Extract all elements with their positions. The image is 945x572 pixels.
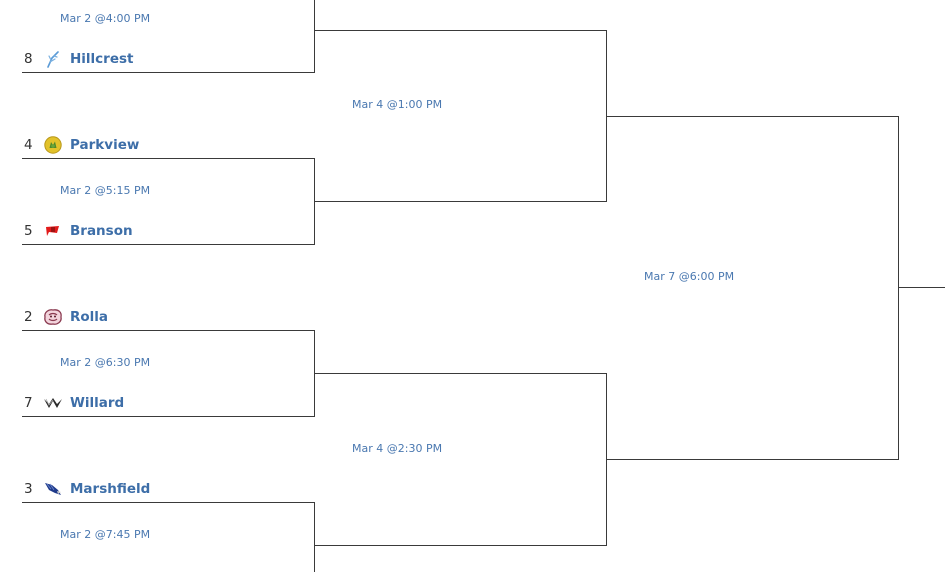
team-parkview[interactable]: 4 Parkview [22,134,139,156]
r2-g2-connector [606,459,899,460]
team-name: Willard [70,395,125,411]
team-name: Branson [70,223,133,239]
r1-g2-time[interactable]: Mar 2 @5:15 PM [60,184,151,197]
seed: 5 [24,223,33,239]
seed: 2 [24,309,33,325]
team-branson[interactable]: 5 Branson [22,220,133,242]
team-rolla[interactable]: 2 Rolla [22,306,108,328]
r1-g4-time[interactable]: Mar 2 @7:45 PM [60,528,151,541]
r1-g3-time[interactable]: Mar 2 @6:30 PM [60,356,151,369]
r1-g1-right-line [314,0,315,73]
team-willard[interactable]: 7 Willard [22,392,124,414]
team-marshfield[interactable]: 3 Marshfield [22,478,150,500]
marshfield-logo-icon [42,479,64,499]
final-time[interactable]: Mar 7 @6:00 PM [644,270,735,283]
team-name: Hillcrest [70,51,134,67]
r1-g4-right-line [314,502,315,572]
r1-g4-top-line [22,502,315,503]
r1-g3-top-line [22,330,315,331]
branson-logo-icon [42,221,64,241]
r1-g3-connector [314,373,607,374]
seed: 4 [24,137,33,153]
hillcrest-logo-icon [42,49,64,69]
team-name: Parkview [70,137,140,153]
r2-g2-time[interactable]: Mar 4 @2:30 PM [352,442,443,455]
r1-g3-bottom-line [22,416,315,417]
r2-g1-time[interactable]: Mar 4 @1:00 PM [352,98,443,111]
r1-g1-time[interactable]: Mar 2 @4:00 PM [60,12,151,25]
final-right-line [898,116,899,460]
seed: 7 [24,395,33,411]
team-name: Rolla [70,309,109,325]
r2-g1-connector [606,116,899,117]
rolla-logo-icon [42,307,64,327]
r1-g2-top-line [22,158,315,159]
team-hillcrest[interactable]: 8 Hillcrest [22,48,134,70]
r1-g4-connector [314,545,607,546]
seed: 3 [24,481,33,497]
r1-g1-bottom-line [22,72,315,73]
team-name: Marshfield [70,481,151,497]
r1-g2-connector [314,201,607,202]
r1-g1-connector [314,30,607,31]
r1-g2-bottom-line [22,244,315,245]
final-connector [898,287,945,288]
seed: 8 [24,51,33,67]
willard-logo-icon [42,393,64,413]
parkview-logo-icon [42,135,64,155]
